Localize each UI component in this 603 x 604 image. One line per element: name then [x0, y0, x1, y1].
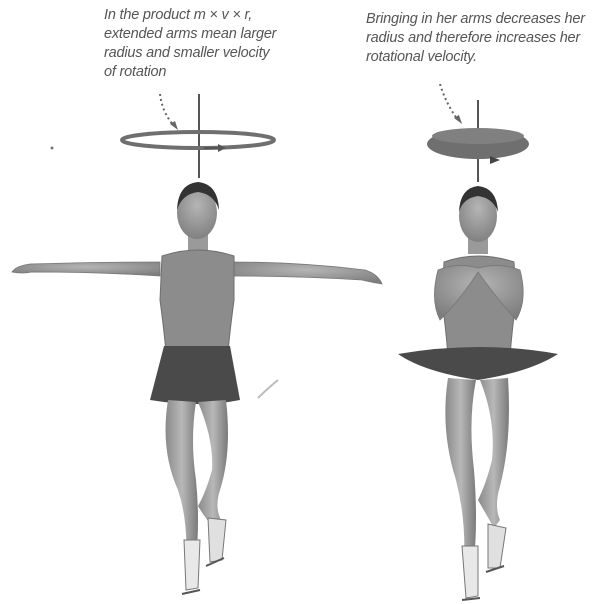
scan-streak: [258, 380, 278, 398]
left-skirt: [150, 346, 240, 404]
dotted-pointer-arrow-icon: [160, 94, 178, 130]
left-torso: [160, 250, 234, 352]
left-leg-b: [198, 400, 228, 530]
rotation-arrow-ring-narrow-icon: [427, 128, 529, 164]
right-skater: [398, 84, 558, 600]
right-leg-a: [445, 378, 476, 560]
right-skirt: [398, 347, 558, 380]
scan-speck: [51, 147, 54, 150]
left-skater: [12, 94, 382, 594]
right-skate-a: [462, 546, 478, 598]
left-skate-a: [184, 540, 200, 590]
left-leg-a: [166, 400, 198, 560]
right-skate-b: [488, 524, 506, 568]
dotted-pointer-arrow-icon: [440, 84, 462, 124]
left-arm: [12, 262, 160, 276]
left-skate-b: [208, 518, 226, 562]
right-leg-b: [478, 378, 509, 528]
right-arm: [232, 262, 382, 284]
